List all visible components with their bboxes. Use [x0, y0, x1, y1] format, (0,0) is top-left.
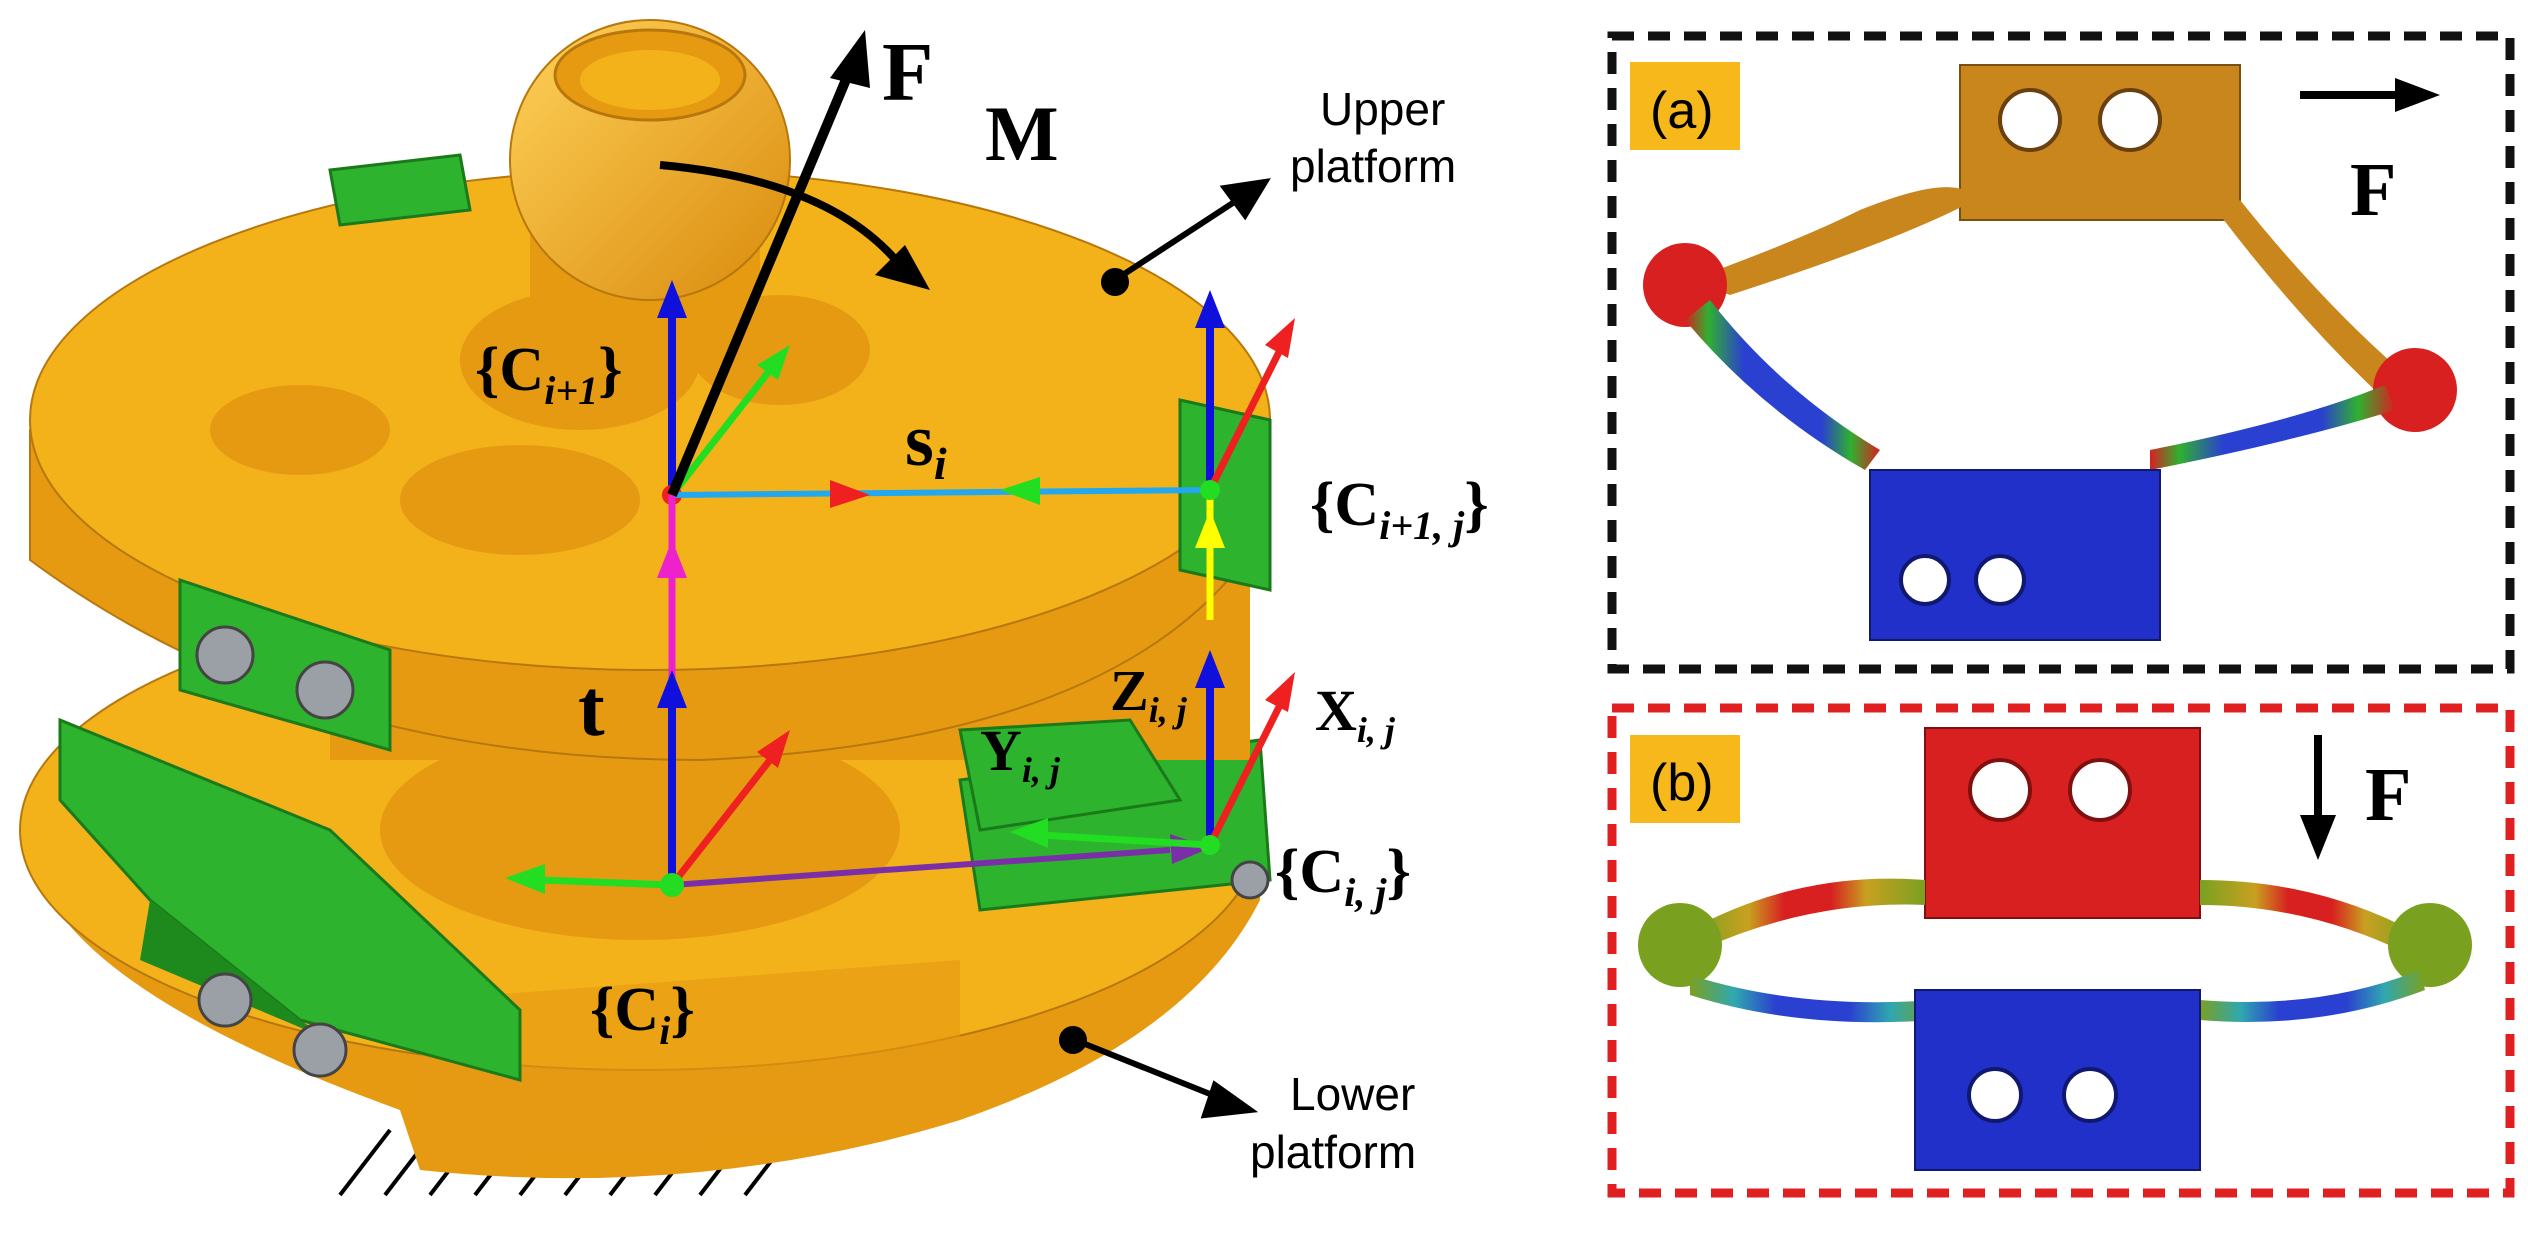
svg-text:Yi, j: Yi, j [980, 718, 1061, 790]
lower-platform-label-1: Lower [1290, 1068, 1415, 1120]
frame-ci1-axes [657, 280, 790, 505]
panel-b-force-label: F [2365, 753, 2411, 837]
mechanism-assembly: F M Upper platform Lower platform {Ci+1}… [19, 19, 1489, 1197]
ball-joint [509, 19, 791, 365]
label-ci1: {Ci+1} [475, 336, 623, 413]
label-y: Yi, j [980, 718, 1061, 790]
panel-b: (b) F [1607, 703, 2515, 1198]
panel-b-border [1607, 703, 2515, 1198]
panel-b-force-arrow [2300, 735, 2336, 860]
force-arrow [667, 30, 870, 497]
upper-platform-label-2: platform [1290, 140, 1456, 192]
svg-text:{Ci, j}: {Ci, j} [1275, 838, 1411, 915]
panel-a-tag: (a) [1650, 82, 1714, 140]
panel-a: (a) F [1607, 31, 2515, 674]
screw-group-lower [197, 860, 1270, 1078]
frame-ci1j-axes [1195, 290, 1295, 620]
panel-b-tag-bg [1630, 735, 1740, 823]
label-z: Zi, j [1110, 658, 1188, 730]
label-t: t [578, 665, 605, 753]
label-cij: {Ci, j} [1275, 838, 1411, 915]
panel-a-force-label: F [2350, 148, 2396, 232]
frame-ci-axes [505, 670, 1210, 897]
svg-text:Xi, j: Xi, j [1315, 678, 1396, 750]
force-label: F [882, 26, 933, 119]
moment-label: M [985, 90, 1059, 177]
panel-a-border [1607, 31, 2515, 674]
label-x: Xi, j [1315, 678, 1396, 750]
svg-text:{Ci+1, j}: {Ci+1, j} [1310, 471, 1489, 548]
upper-platform-label-1: Upper [1320, 83, 1445, 135]
vector-s [671, 477, 1211, 508]
label-s: si [905, 400, 947, 489]
screw-group-upper [195, 625, 355, 720]
frame-cij-axes [1010, 650, 1295, 855]
svg-text:{Ci+1}: {Ci+1} [475, 336, 623, 413]
label-ci: {Ci} [590, 976, 695, 1053]
moment-arrow [659, 161, 930, 290]
panel-b-tag: (b) [1650, 754, 1714, 812]
panel-a-tag-bg [1630, 62, 1740, 150]
panel-b-fea-part [1638, 727, 2472, 1171]
panel-a-fea-part [1643, 64, 2457, 641]
lower-platform-label-2: platform [1250, 1126, 1416, 1178]
label-ci1j: {Ci+1, j} [1310, 471, 1489, 548]
svg-text:{Ci}: {Ci} [590, 976, 695, 1053]
panel-a-force-arrow [2300, 78, 2440, 112]
svg-text:si: si [905, 400, 947, 489]
callout-arrows [1059, 178, 1271, 1119]
svg-text:Zi, j: Zi, j [1110, 658, 1188, 730]
